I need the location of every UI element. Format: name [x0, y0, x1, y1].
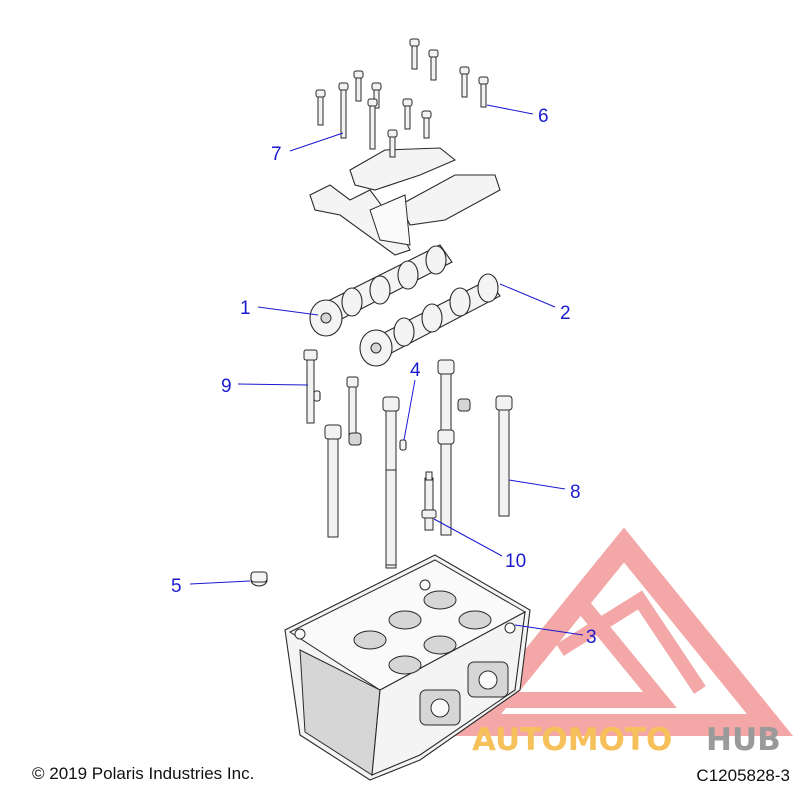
leader-4 [403, 379, 416, 441]
leader-10 [433, 518, 503, 557]
leader-lines [189, 104, 584, 636]
leader-1 [257, 306, 319, 316]
cam-caps [309, 147, 501, 256]
callout-5: 5 [171, 576, 182, 597]
dowel-pins [303, 349, 407, 451]
watermark-brand-part2: HUB [706, 722, 781, 758]
plug-part [250, 571, 268, 587]
leader-6 [486, 104, 534, 115]
head-bolts [324, 359, 513, 569]
leader-5 [189, 580, 251, 585]
callout-2: 2 [560, 303, 571, 324]
callout-10: 10 [505, 551, 526, 572]
leader-3 [514, 624, 584, 636]
callout-6: 6 [538, 106, 549, 127]
callout-7: 7 [271, 144, 282, 165]
callout-4: 4 [410, 360, 421, 381]
leader-8 [508, 479, 566, 490]
cylinder-head [284, 554, 531, 781]
figure-id: C1205828-3 [696, 766, 790, 785]
leader-9 [237, 383, 309, 386]
leader-2 [499, 283, 556, 308]
leader-7 [289, 132, 344, 152]
watermark-brand-part1: AUTOMOTO [472, 722, 672, 758]
camshafts [309, 244, 501, 367]
callout-3: 3 [586, 627, 597, 648]
callout-9: 9 [221, 376, 232, 397]
cam-cap-bolts [315, 38, 489, 158]
stud-part [421, 471, 437, 531]
watermark-logo [454, 527, 794, 736]
callout-8: 8 [570, 482, 581, 503]
watermark-text: AUTOMOTO HUB [472, 722, 781, 758]
copyright-text: © 2019 Polaris Industries Inc. [32, 764, 255, 783]
callout-labels: 1 2 3 4 5 6 7 8 9 10 [171, 106, 597, 648]
callout-1: 1 [240, 298, 251, 319]
